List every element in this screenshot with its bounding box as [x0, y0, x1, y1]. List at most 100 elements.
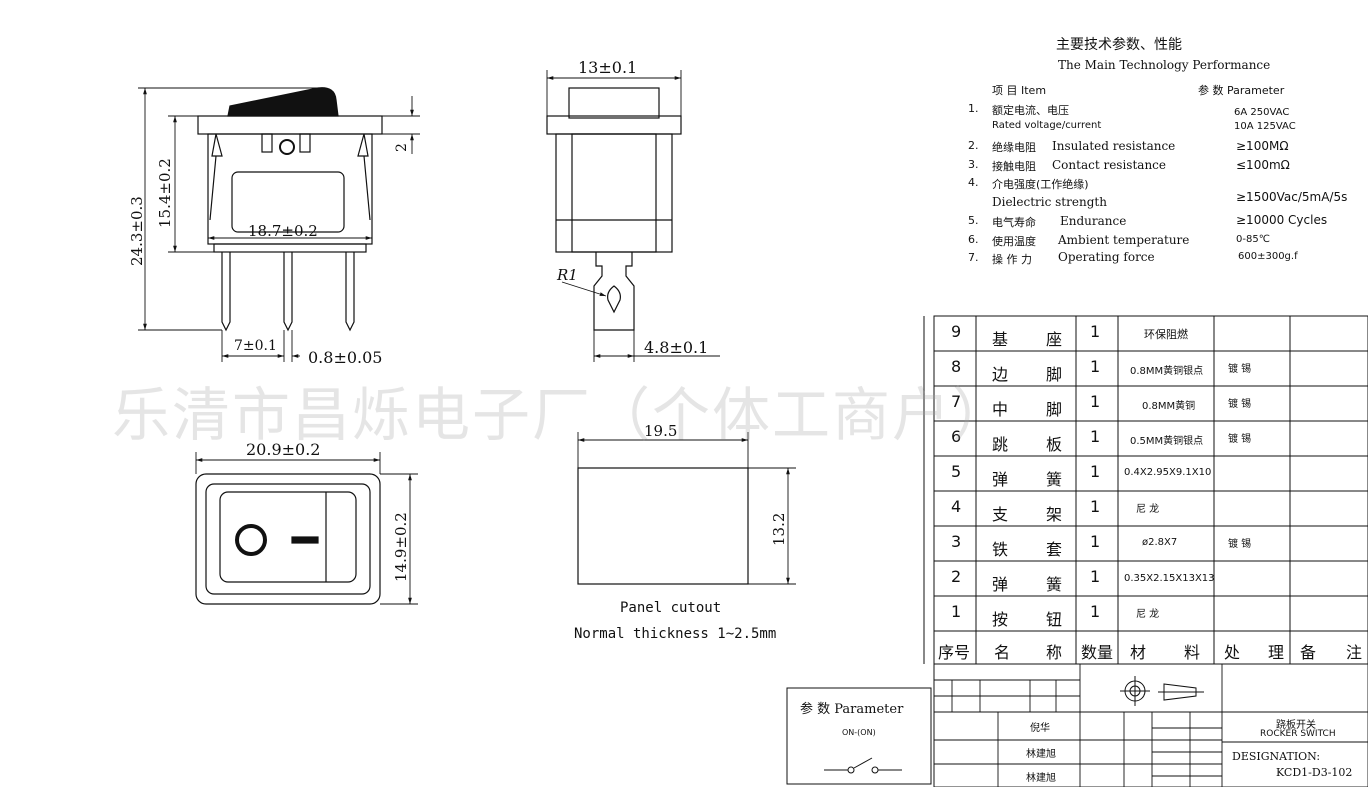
- spec-cn: 额定电流、电压: [992, 104, 1069, 117]
- designation-value: KCD1-D3-102: [1276, 766, 1353, 779]
- product-name-cn: 跷板开关: [1276, 720, 1316, 731]
- bom-material: 环保阻燃: [1144, 328, 1188, 341]
- checker-name: 林建旭: [1026, 749, 1056, 760]
- bom-qty: 1: [1090, 322, 1101, 341]
- bom-name: 支: [992, 505, 1009, 524]
- bom-qty: 1: [1090, 532, 1101, 551]
- bom-process: 镀 锡: [1228, 364, 1252, 375]
- spec-title-en: The Main Technology Performance: [1058, 58, 1271, 72]
- on-symbol: [291, 536, 319, 544]
- designation-label: DESIGNATION:: [1232, 750, 1321, 763]
- bom-header-material: 料: [1184, 643, 1201, 662]
- bom-name: 脚: [1046, 365, 1063, 384]
- bom-material: 尼 龙: [1136, 609, 1160, 620]
- param-box-title: 参 数 Parameter: [800, 702, 904, 717]
- bom-material: 0.5MM黄铜银点: [1130, 436, 1204, 447]
- watermark: 乐清市昌烁电子厂（个体工商户）: [112, 381, 1013, 449]
- spec-value: 600±300g.f: [1238, 251, 1298, 262]
- front-view: [546, 87, 682, 331]
- bom-header-process: 处: [1224, 643, 1241, 662]
- bom-qty: 1: [1090, 427, 1101, 446]
- spec-n: 6.: [968, 233, 979, 246]
- dim-4-8: 4.8±0.1: [644, 338, 709, 357]
- spec-value: ≤100mΩ: [1236, 158, 1290, 172]
- approver-name: 林建旭: [1026, 773, 1056, 784]
- spec-cn: 介电强度(工作绝缘): [992, 178, 1089, 191]
- parameter-box: [786, 687, 932, 785]
- bom-no: 5: [951, 462, 962, 481]
- projection-symbol: [1120, 676, 1204, 706]
- spec-n: 2.: [968, 139, 979, 152]
- spec-cn: 电气寿命: [992, 216, 1036, 229]
- dim-14-9: 14.9±0.2: [392, 512, 410, 582]
- bom-name: 脚: [1046, 400, 1063, 419]
- spec-en: Operating force: [1058, 250, 1155, 264]
- bom-name: 按: [992, 610, 1009, 629]
- dim-18-7: 18.7±0.2: [248, 222, 318, 240]
- bom-no: 4: [951, 497, 962, 516]
- bom-header-note: 注: [1346, 643, 1363, 662]
- side-view: [197, 87, 383, 332]
- dim-13-2: 13.2: [770, 512, 788, 546]
- rocker-button: [227, 87, 339, 117]
- bom-material: 0.35X2.15X13X13: [1124, 573, 1215, 584]
- param-box-mode: ON-(ON): [842, 728, 876, 737]
- bom-name: 跳: [992, 435, 1009, 454]
- spec-cn: 绝缘电阻: [992, 141, 1036, 154]
- bom-material: 0.8MM黄铜银点: [1130, 366, 1204, 377]
- bom-header-material: 材: [1130, 643, 1147, 662]
- bom-name: 套: [1046, 540, 1063, 559]
- dim-7: 7±0.1: [234, 338, 277, 354]
- terminal-hole: [607, 285, 621, 314]
- bom-no: 2: [951, 567, 962, 586]
- bom-table-grid: [923, 315, 1368, 665]
- dim-2: 2: [394, 143, 410, 152]
- spec-cn: 操 作 力: [992, 253, 1032, 266]
- dim-15-4: 15.4±0.2: [156, 158, 174, 228]
- bom-no: 7: [951, 392, 962, 411]
- spec-title-cn: 主要技术参数、性能: [1056, 37, 1182, 53]
- off-symbol: [235, 524, 267, 556]
- spec-n: 1.: [968, 102, 979, 115]
- bom-material: 0.4X2.95X9.1X10: [1124, 467, 1212, 478]
- front-rocker: [568, 87, 660, 119]
- spec-n: 5.: [968, 214, 979, 227]
- bom-no: 1: [951, 602, 962, 621]
- bom-header-note: 备: [1300, 643, 1317, 662]
- bom-name: 铁: [992, 540, 1009, 559]
- spec-n: 7.: [968, 251, 979, 264]
- bom-name: 架: [1046, 505, 1063, 524]
- spec-value: ≥1500Vac/5mA/5s: [1236, 190, 1348, 204]
- spec-value: 0-85℃: [1236, 234, 1270, 245]
- spec-n: 4.: [968, 176, 979, 189]
- dim-19-5: 19.5: [644, 422, 678, 440]
- spec-en: Contact resistance: [1052, 158, 1166, 172]
- spec-n: 3.: [968, 158, 979, 171]
- bom-no: 3: [951, 532, 962, 551]
- bom-qty: 1: [1090, 357, 1101, 376]
- spec-value: ≥100MΩ: [1236, 139, 1289, 153]
- bom-no: 9: [951, 322, 962, 341]
- bom-qty: 1: [1090, 497, 1101, 516]
- bom-qty: 1: [1090, 602, 1101, 621]
- spec-en: Endurance: [1060, 214, 1127, 228]
- bom-name: 边: [992, 365, 1009, 384]
- bom-name: 中: [992, 400, 1009, 419]
- bom-name: 簧: [1046, 470, 1063, 489]
- bom-name: 座: [1046, 330, 1063, 349]
- bom-qty: 1: [1090, 462, 1101, 481]
- bom-name: 板: [1046, 435, 1063, 454]
- housing-window: [231, 171, 345, 233]
- bom-name: 簧: [1046, 575, 1063, 594]
- title-block-grid: [933, 663, 1368, 787]
- designer-name: 倪华: [1030, 723, 1050, 734]
- dim-0-8: 0.8±0.05: [308, 348, 383, 367]
- spec-en: Dielectric strength: [992, 195, 1107, 209]
- spec-en: Insulated resistance: [1052, 139, 1176, 153]
- dim-13: 13±0.1: [578, 58, 638, 77]
- spec-value: 10A 125VAC: [1234, 121, 1296, 132]
- spec-value: ≥10000 Cycles: [1236, 213, 1328, 227]
- spec-en: Rated voltage/current: [992, 120, 1102, 131]
- bom-name: 基: [992, 330, 1009, 349]
